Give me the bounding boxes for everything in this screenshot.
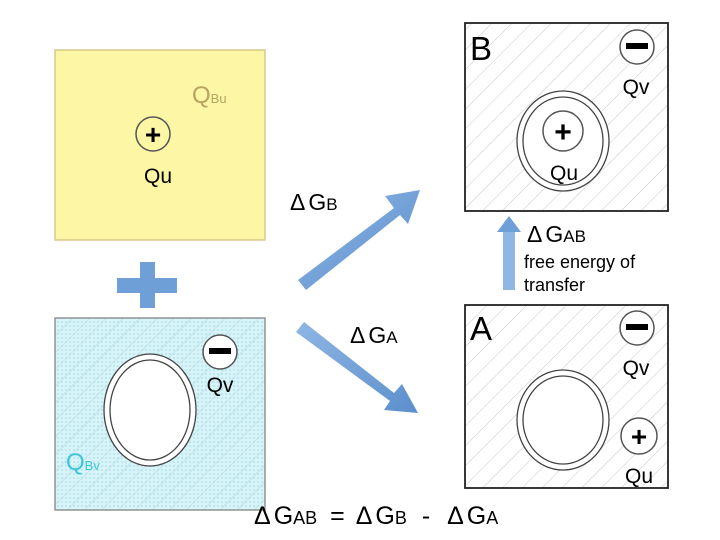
ion-label: Qu bbox=[625, 465, 653, 488]
cavity bbox=[103, 353, 197, 467]
panel-a-letter: A bbox=[470, 310, 492, 347]
arrow-to-b bbox=[298, 190, 420, 290]
plus-charge-icon bbox=[135, 116, 171, 152]
ion-qv: Qv bbox=[619, 29, 655, 99]
arrow-to-a bbox=[296, 322, 418, 413]
ion-qu: + Qu bbox=[135, 116, 172, 188]
panel-vacuum: QBu + Qu bbox=[54, 49, 266, 241]
ion-qv: Qv bbox=[202, 334, 238, 397]
region-label-qbu: QBu bbox=[192, 82, 227, 109]
ion-label: Qu bbox=[550, 162, 578, 185]
ion-label: Qu bbox=[144, 165, 172, 188]
combine-plus-icon bbox=[117, 262, 177, 308]
ion-label: Qv bbox=[623, 357, 650, 380]
ion-qv: Qv bbox=[619, 310, 655, 380]
plus-charge-icon bbox=[542, 110, 584, 152]
region-label-qbv: QBv bbox=[66, 449, 100, 476]
transfer-desc-line2: transfer bbox=[524, 275, 585, 295]
panel-a: A Qv + Qu bbox=[464, 304, 669, 489]
arrow-a-to-b bbox=[497, 216, 521, 290]
plus-sign: + bbox=[145, 119, 161, 150]
plus-sign: + bbox=[554, 116, 572, 149]
plus-sign: + bbox=[631, 421, 647, 452]
panel-b: B + Qu Qv bbox=[464, 22, 669, 212]
cavity bbox=[516, 369, 610, 471]
ion-qu: + Qu bbox=[620, 417, 658, 488]
ion-label: Qv bbox=[623, 76, 650, 99]
ion-qu: + Qu bbox=[542, 110, 584, 185]
plus-charge-icon bbox=[620, 417, 658, 455]
panel-solvent: QBv Qv bbox=[54, 317, 266, 511]
ion-label: Qv bbox=[207, 374, 234, 397]
panel-b-letter: B bbox=[470, 30, 492, 67]
transfer-desc-line1: free energy of bbox=[524, 252, 636, 272]
